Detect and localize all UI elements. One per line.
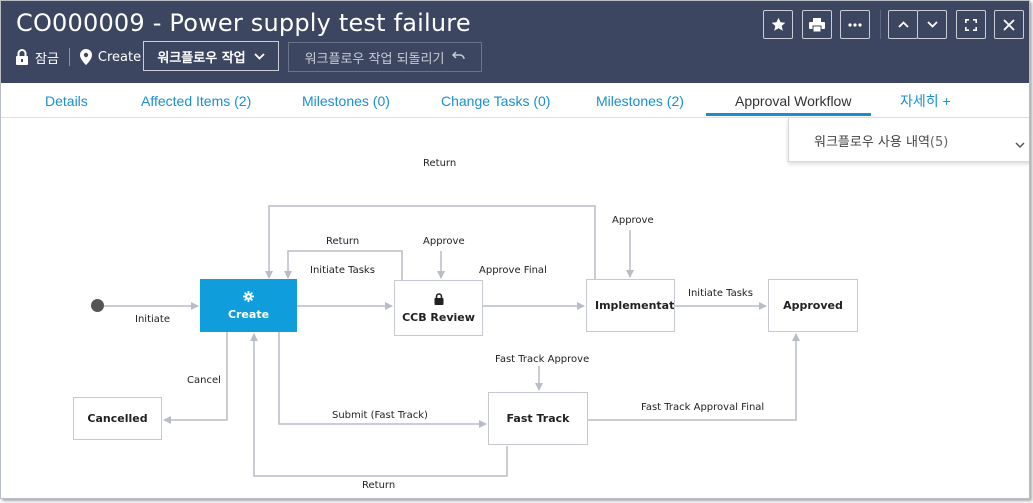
divider [68, 48, 70, 66]
tab-change-tasks[interactable]: Change Tasks (0) [441, 93, 551, 109]
edge-fast-track-approval-final [588, 333, 800, 421]
edge-label-initiate-tasks-create: Initiate Tasks [310, 265, 375, 276]
location-pin-icon [79, 49, 92, 65]
tab-approval-workflow[interactable]: Approval Workflow [735, 93, 852, 109]
edge-return-top [265, 205, 596, 279]
tab-details[interactable]: Details [45, 93, 88, 109]
workflow-undo-button[interactable]: 워크플로우 작업 되돌리기 [288, 42, 482, 72]
tab-bar: Details Affected Items (2) Milestones (0… [1, 83, 1029, 118]
node-ccb-review[interactable]: CCB Review [394, 280, 483, 336]
lock-label: 잠금 [35, 51, 59, 67]
node-fast-track[interactable]: Fast Track [488, 392, 588, 445]
close-icon [1003, 18, 1015, 31]
node-label: Fast Track [506, 412, 570, 425]
tab-affected-items[interactable]: Affected Items (2) [141, 93, 252, 109]
workflow-action-button[interactable]: 워크플로우 작업 [143, 41, 279, 71]
record-header: CO000009 - Power supply test failure 잠금 … [1, 1, 1029, 83]
workflow-history-count: (5) [929, 135, 949, 150]
start-node [91, 299, 104, 312]
star-icon [771, 17, 786, 32]
page-title: CO000009 - Power supply test failure [16, 9, 471, 37]
tab-more[interactable]: 자세히 + [900, 93, 951, 109]
edge-label-fast-track-approval-final: Fast Track Approval Final [641, 402, 765, 413]
node-label: Implementatio [595, 299, 675, 312]
status-label: Create [97, 49, 142, 65]
record-meta: 잠금 Create [15, 45, 141, 69]
fullscreen-icon [965, 18, 977, 31]
tab-milestones-2[interactable]: Milestones (2) [596, 93, 684, 109]
edge-submit-fast-track [278, 332, 487, 428]
more-button[interactable] [840, 10, 870, 39]
workflow-history-title: 워크플로우 사용 내역 [814, 135, 930, 150]
node-approved[interactable]: Approved [768, 279, 858, 332]
chevron-down-icon [253, 49, 265, 64]
chevron-down-icon [926, 21, 938, 28]
close-button[interactable] [994, 10, 1024, 39]
node-implementation[interactable]: Implementatio [586, 279, 675, 332]
edge-label-return-top: Return [423, 158, 457, 169]
print-button[interactable] [802, 10, 832, 39]
workflow-history-panel[interactable]: 워크플로우 사용 내역(5) [788, 118, 1029, 162]
lock-icon [434, 292, 444, 305]
node-label: Create [227, 308, 270, 321]
fullscreen-button[interactable] [956, 10, 986, 39]
edge-label-return-bottom: Return [362, 480, 396, 491]
active-tab-indicator [706, 113, 871, 116]
workflow-action-label: 워크플로우 작업 [157, 50, 246, 66]
workflow-diagram: Create CCB Review Implementatio Approved… [1, 118, 1029, 498]
workflow-undo-label: 워크플로우 작업 되돌리기 [304, 51, 445, 67]
edge-label-approve-implementation: Approve [612, 215, 654, 226]
edge-label-initiate-tasks-implementation: Initiate Tasks [688, 288, 753, 299]
edge-label-return-ccb: Return [326, 236, 360, 247]
previous-record-button[interactable] [888, 10, 918, 39]
node-label: Approved [783, 299, 843, 312]
edge-return-ccb [284, 250, 403, 280]
edge-cancel [163, 332, 228, 424]
lock-icon [15, 49, 29, 65]
edge-label-initiate: Initiate [135, 314, 170, 325]
tab-milestones[interactable]: Milestones (0) [302, 93, 390, 109]
edge-label-approve-final: Approve Final [479, 265, 547, 276]
more-icon [848, 22, 862, 27]
edge-label-fast-track-approve: Fast Track Approve [495, 354, 590, 365]
next-record-button[interactable] [917, 10, 947, 39]
node-label: CCB Review [402, 310, 475, 324]
favorite-button[interactable] [763, 10, 793, 39]
workflow-history-label: 워크플로우 사용 내역(5) [814, 131, 948, 150]
workflow-connectors [104, 205, 800, 477]
divider [880, 10, 881, 39]
edge-label-approve-ccb: Approve [423, 236, 465, 247]
print-icon [809, 17, 825, 32]
gear-icon [243, 290, 254, 302]
node-create[interactable]: Create [200, 279, 297, 332]
edge-label-submit-fast-track: Submit (Fast Track) [332, 410, 428, 421]
edge-return-bottom [250, 333, 508, 477]
node-cancelled[interactable]: Cancelled [73, 397, 162, 440]
undo-icon [452, 50, 466, 65]
edge-label-cancel: Cancel [187, 375, 221, 386]
chevron-up-icon [897, 21, 909, 28]
node-label: Cancelled [87, 412, 148, 425]
chevron-down-icon[interactable] [1015, 134, 1025, 153]
